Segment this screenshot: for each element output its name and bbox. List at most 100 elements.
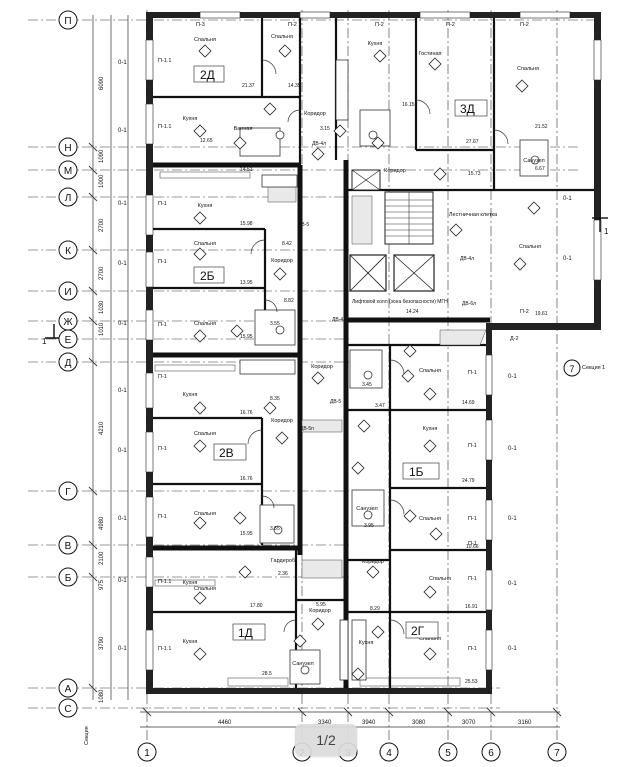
room-area: 5.95 xyxy=(316,602,326,608)
dim-bottom-5: 3070 xyxy=(462,720,476,726)
axis-label: В xyxy=(65,541,72,552)
dim-left-5: 2700 xyxy=(99,266,105,280)
room-label: Коридор xyxy=(384,168,406,174)
room-area: 3.95 xyxy=(364,523,374,529)
room-area: 21.52 xyxy=(535,124,548,130)
room-label: Кухня xyxy=(198,203,213,209)
room-area: 15.98 xyxy=(240,221,253,227)
axis-label: Ж xyxy=(63,317,73,328)
room-area: 14.51 xyxy=(240,167,253,173)
dim-left-12: 3790 xyxy=(99,636,105,650)
room-label: Спальня xyxy=(194,586,216,592)
window-code: П-2 xyxy=(520,22,529,28)
wall-mark: 0-1 xyxy=(118,448,127,454)
dim-bottom-6: 3160 xyxy=(518,720,532,726)
dim-bottom-1: 4460 xyxy=(218,720,232,726)
axis-bubble-col: 7 xyxy=(547,742,567,762)
room-area: 28.5 xyxy=(262,671,272,677)
axis-label: А xyxy=(65,684,72,695)
room-area: 25.53 xyxy=(465,679,478,685)
room-label: Кухня xyxy=(183,580,198,586)
room-label: Гардероб xyxy=(271,558,295,564)
wall-mark: 0-1 xyxy=(118,261,127,267)
room-label: Санузел xyxy=(523,158,544,164)
room-label: Коридор xyxy=(271,258,293,264)
dimension-chains: 6090 1090 1000 2700 2700 1030 1010 4210 … xyxy=(88,15,562,728)
room-label: Коридор xyxy=(271,418,293,424)
axis-bubble-row: И xyxy=(58,281,78,301)
window-code: П-1 xyxy=(158,374,167,380)
wall-mark: 0-1 xyxy=(118,321,127,327)
elevator-hall-note: Лифтовой холл (зона безопасности) МГН 14… xyxy=(352,298,448,315)
section-mark-right: 1 xyxy=(604,227,609,236)
page-indicator[interactable]: 1/2 xyxy=(295,724,357,756)
dim-left-11: 975 xyxy=(99,579,105,590)
room-label: Спальня xyxy=(419,516,441,522)
room-label: Кухня xyxy=(183,639,198,645)
window-code: П-3 xyxy=(196,22,205,28)
room-area: 16.76 xyxy=(240,476,253,482)
room-area: 12.65 xyxy=(200,138,213,144)
axis-label: Н xyxy=(64,143,71,154)
axis-label: 5 xyxy=(445,748,451,759)
room-label: Ванная xyxy=(234,126,253,132)
apartment-code-2b-1: 2Б xyxy=(200,269,215,283)
dim-left-4: 2700 xyxy=(99,218,105,232)
axis-bubble-row: Б xyxy=(58,567,78,587)
window-code: П-1.1 xyxy=(158,646,171,652)
dim-bottom-4: 3080 xyxy=(412,720,426,726)
axis-bubble-row: Л xyxy=(58,187,78,207)
room-label: Спальня xyxy=(194,241,216,247)
apartment-codes: 2Д 3Д 2Б 2В 1Б 1Д 2Г xyxy=(193,65,488,641)
room-label: Коридор xyxy=(311,364,333,370)
door-tag: ДВ-4л xyxy=(312,141,326,147)
window-code: П-2 xyxy=(520,309,529,315)
room-label: Спальня xyxy=(517,66,539,72)
room-area: 2.36 xyxy=(278,571,288,577)
wall-mark: 0-1 xyxy=(508,646,517,652)
room-labels: Спальня Кухня Гостиная Спальня Кухня Ван… xyxy=(183,34,545,667)
dim-left-7: 1010 xyxy=(99,322,105,336)
dim-left-9: 4980 xyxy=(99,516,105,530)
window-codes: П-3 П-2 П-2 П-2 П-2 П-1.1 П-1.1 П-1 П-1 … xyxy=(158,22,529,652)
axis-label: Б xyxy=(65,573,72,584)
room-area: 3.47 xyxy=(375,403,385,409)
room-area: 27.67 xyxy=(466,139,479,145)
elevator-hall-label: Лифтовой холл (зона безопасности) МГН xyxy=(352,298,448,305)
axis-label: М xyxy=(64,166,72,177)
wall-mark: 0-1 xyxy=(563,196,572,202)
room-label: Кухня xyxy=(368,41,383,47)
room-area: 8.82 xyxy=(284,298,294,304)
exterior-marks: 0-1 0-1 0-1 0-1 0-1 0-1 0-1 0-1 0-1 0-1 … xyxy=(118,60,572,652)
window-code: П-1 xyxy=(468,541,477,547)
wall-mark: 0-1 xyxy=(508,516,517,522)
window-code: П-2 xyxy=(446,22,455,28)
apartment-code-2v: 2В xyxy=(219,446,234,460)
axis-label: П xyxy=(64,16,71,27)
room-area: 8.42 xyxy=(282,241,292,247)
wall-mark: 0-1 xyxy=(118,516,127,522)
room-label: Спальня xyxy=(271,34,293,40)
door-tag: ДВ-5 xyxy=(298,222,309,228)
door-tag: ДВ-4л xyxy=(332,317,346,323)
window-code: П-1.1 xyxy=(158,124,171,130)
room-area: 14.69 xyxy=(462,400,475,406)
room-area: 10.66 xyxy=(466,544,479,550)
room-label: Коридор xyxy=(309,608,331,614)
door-tag: ДВ-5 xyxy=(330,399,341,405)
window-code: П-1.1 xyxy=(158,579,171,585)
elevator-hall-area: 14.24 xyxy=(406,309,419,315)
dim-left-13: 1080 xyxy=(99,689,105,703)
apartment-code-1d: 1Д xyxy=(238,626,253,640)
room-area: 16.91 xyxy=(465,604,478,610)
axis-label: К xyxy=(65,246,71,257)
room-area: 16.15 xyxy=(402,102,415,108)
door-tag: ДВ-5п xyxy=(300,426,314,432)
room-label: Кухня xyxy=(183,116,198,122)
window-code: П-1 xyxy=(158,259,167,265)
room-label: Кухня xyxy=(423,426,438,432)
axis-bubble-row: А xyxy=(58,678,78,698)
axis-label: 7 xyxy=(569,364,574,374)
window-code: Д-2 xyxy=(510,336,519,342)
room-area: 15.95 xyxy=(240,531,253,537)
